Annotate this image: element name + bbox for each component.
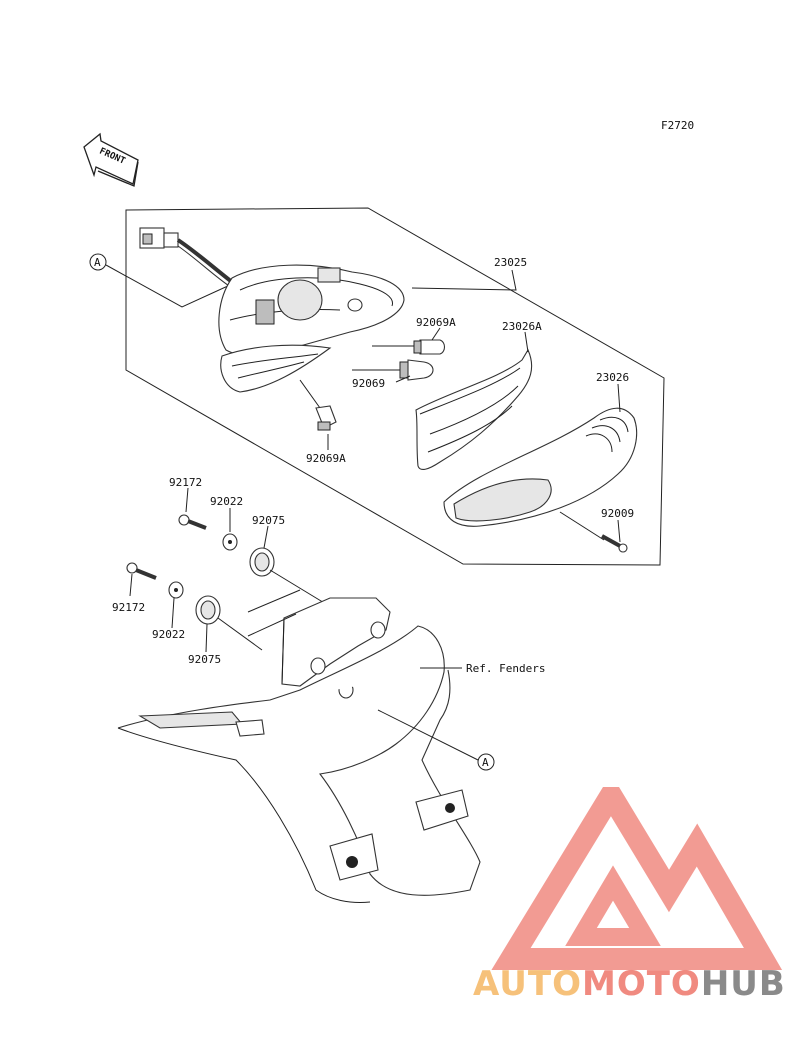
fender-bracket (247, 589, 391, 699)
leader-23025 (411, 269, 517, 291)
bulb-92069a-upper (372, 339, 446, 355)
leader-a-lower (377, 709, 479, 761)
part-92172-upper: 92172 (169, 476, 202, 489)
watermark-word-auto: AUTO (473, 964, 582, 1004)
callout-a-lower: A (477, 753, 495, 771)
part-92075-upper: 92075 (252, 514, 285, 527)
figure-code: F2720 (661, 119, 694, 132)
part-92009: 92009 (601, 507, 634, 520)
connector (139, 227, 234, 289)
rear-fender (117, 625, 481, 903)
leader-92075-lower (205, 623, 208, 653)
automotohub-logo-icon (491, 787, 783, 970)
bolt-92172-upper (178, 514, 207, 530)
grommet-92075-upper (249, 547, 327, 605)
bulb-92069 (352, 359, 434, 381)
washer-92022-upper (222, 533, 238, 551)
leader-92009 (617, 519, 621, 543)
svg-text:A: A (482, 756, 489, 769)
svg-text:A: A (94, 256, 101, 269)
part-23026: 23026 (596, 371, 629, 384)
part-23026a: 23026A (502, 320, 542, 333)
watermark-word-moto: MOTO (581, 964, 701, 1004)
leader-92075-upper (263, 525, 269, 549)
tail-light-housing (218, 264, 405, 393)
leader-a-upper (105, 264, 231, 308)
part-92022-lower: 92022 (152, 628, 185, 641)
leader-92172-upper (185, 487, 189, 513)
screw-92009 (559, 511, 628, 553)
assembly-outline (125, 207, 665, 566)
part-23025: 23025 (494, 256, 527, 269)
front-arrow-icon: FRONT (83, 132, 139, 187)
lens-23026 (443, 407, 638, 527)
washer-92022-lower (168, 581, 184, 599)
watermark-text: AUTOMOTOHUB (473, 964, 795, 1004)
lens-23026a (415, 348, 533, 471)
part-92069a-lower: 92069A (306, 452, 346, 465)
leader-23026a (524, 331, 529, 353)
callout-a-upper: A (89, 253, 107, 271)
bolt-92172-lower (126, 562, 157, 580)
bulb-92069a-lower (299, 379, 337, 431)
part-92022-upper: 92022 (210, 495, 243, 508)
leader-92069 (395, 375, 411, 383)
leader-92069a-upper (431, 327, 441, 341)
ref-fenders-label: Ref. Fenders (466, 662, 545, 675)
watermark-word-hub: HUB (700, 964, 786, 1004)
part-92069: 92069 (352, 377, 385, 390)
part-92069a-upper: 92069A (416, 316, 456, 329)
leader-23026 (617, 383, 621, 413)
part-92075-lower: 92075 (188, 653, 221, 666)
leader-92022-lower (171, 597, 175, 629)
grommet-92075-lower (195, 595, 263, 651)
part-92172-lower: 92172 (112, 601, 145, 614)
leader-92172-lower (129, 573, 133, 597)
